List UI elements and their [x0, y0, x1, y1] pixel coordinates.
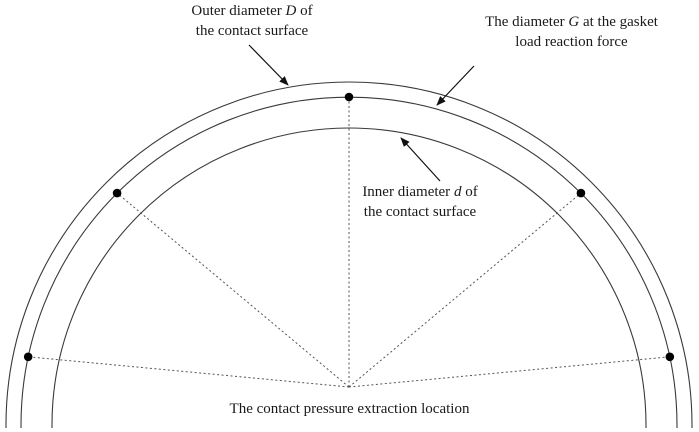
- extraction-point: [23, 352, 33, 362]
- gasket-diameter-arrow: [436, 65, 475, 106]
- leader-arrows: [248, 44, 475, 182]
- extraction-ray: [348, 192, 582, 388]
- extraction-point: [665, 352, 675, 362]
- gasket-diameter-label: The diameter G at the gasket load reacti…: [485, 14, 658, 50]
- extraction-point: [344, 92, 354, 102]
- extraction-point: [576, 188, 586, 198]
- extraction-ray: [116, 192, 350, 388]
- inner-diameter-arrow: [400, 137, 441, 182]
- outer-diameter-arrow: [248, 44, 289, 86]
- inner-diameter-label: Inner diameter d of the contact surface: [362, 184, 478, 220]
- extraction-location-label: The contact pressure extraction location: [229, 401, 470, 417]
- extraction-ray: [28, 356, 350, 388]
- outer-arc: [5, 81, 693, 426]
- inner-arc: [51, 127, 647, 426]
- extraction-point: [112, 188, 122, 198]
- outer-diameter-label: Outer diameter D of the contact surface: [191, 3, 313, 39]
- gasket-arc: [20, 96, 678, 426]
- extraction-ray: [348, 356, 670, 388]
- extraction-points: [23, 92, 675, 362]
- extraction-rays: [28, 97, 670, 388]
